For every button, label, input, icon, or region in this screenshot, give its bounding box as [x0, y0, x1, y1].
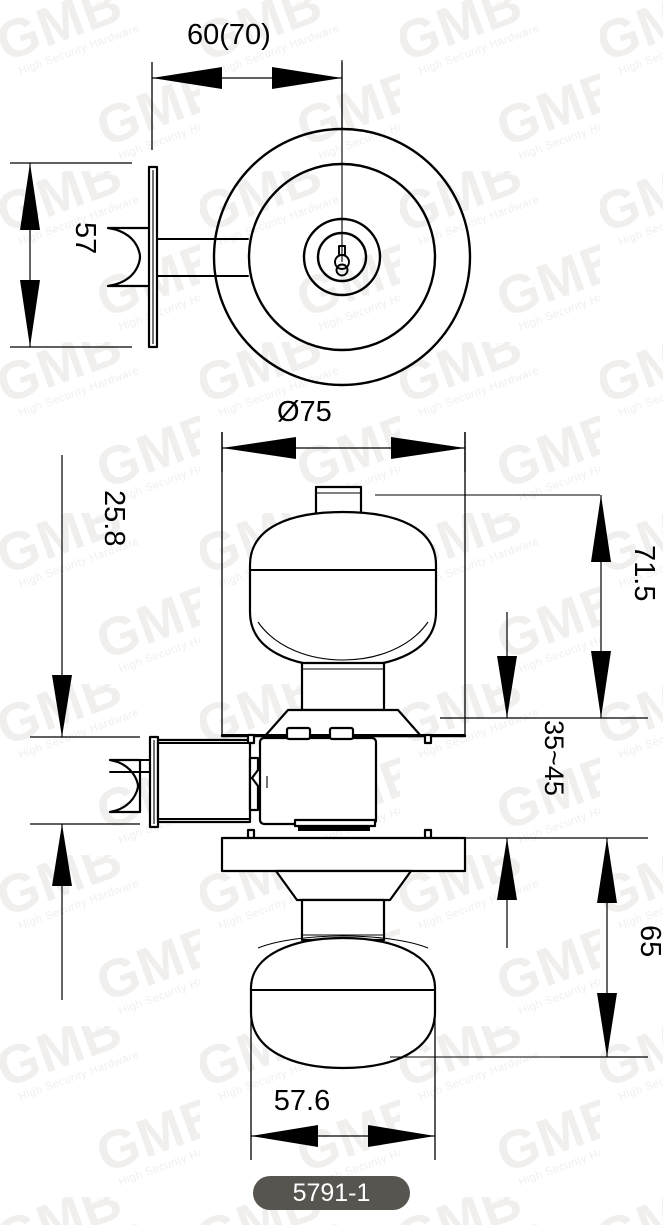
rose-plate-lower: [220, 836, 467, 873]
dimension-60-70: 60(70): [151, 19, 343, 150]
dimension-label-dia-75: Ø75: [277, 396, 332, 428]
middle-view-group: Ø75 71.5: [220, 396, 660, 738]
dimension-label-25-8: 25.8: [98, 490, 130, 546]
dimension-57-6: 57.6: [251, 1085, 435, 1147]
knob-body-upper: [248, 510, 438, 669]
dimension-dia-75: Ø75: [221, 396, 466, 472]
dimension-label-60-70: 60(70): [187, 19, 271, 51]
faceplate-section: [148, 735, 160, 829]
dimension-25-8: 25.8: [30, 455, 140, 1000]
dimension-35-45: 35~45: [440, 612, 569, 948]
latch-connector: [248, 756, 260, 812]
dimension-label-57: 57: [69, 222, 101, 254]
top-view-group: 60(70) 57: [10, 19, 472, 387]
bottom-view-group: 57.6 65: [220, 836, 663, 1160]
latch-bolt-top: [106, 226, 152, 288]
rose-plate-tabs-lower: [246, 828, 433, 840]
knob-cap: [314, 485, 363, 517]
latch-case-top: [156, 238, 249, 277]
knob-body-lower: [249, 935, 437, 1070]
latch-case-section: [156, 738, 252, 824]
dimension-65: 65: [560, 837, 663, 1058]
rose-plate-tabs-upper: [246, 733, 433, 745]
knob-neck-upper: [300, 661, 386, 712]
cross-section-group: [108, 726, 433, 840]
model-number-badge: 5791-1: [253, 1176, 410, 1210]
lock-body-section: [258, 726, 378, 831]
knob-neck-lower: [300, 898, 386, 942]
dimension-71-5: 71.5: [560, 495, 660, 719]
latch-bolt-section: [108, 758, 153, 814]
faceplate-top: [147, 165, 159, 349]
dimension-label-57-6: 57.6: [274, 1085, 330, 1117]
dimension-label-71-5: 71.5: [628, 545, 660, 601]
dimension-label-35-45: 35~45: [539, 720, 569, 796]
dimension-57: 57: [10, 162, 132, 348]
dimension-label-65: 65: [634, 925, 663, 957]
rose-cone-lower: [274, 869, 413, 902]
